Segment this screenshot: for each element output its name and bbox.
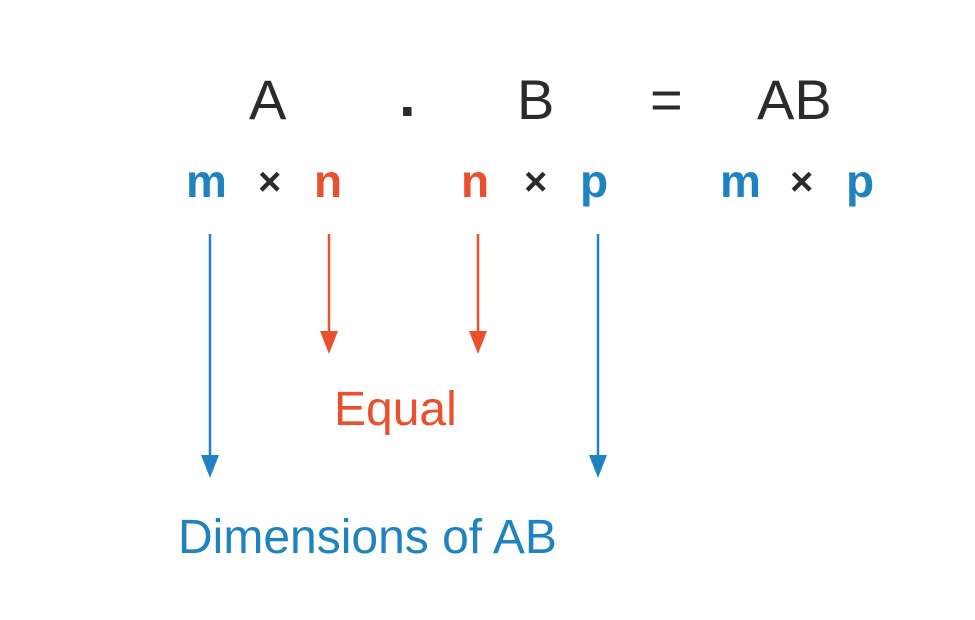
dim-a-times: ×: [258, 160, 282, 204]
arrow-n-right-down: [469, 234, 487, 354]
dim-b-rows: n: [461, 155, 490, 207]
dim-ab-times: ×: [790, 160, 814, 204]
arrow-n-left-down: [320, 234, 338, 354]
matrix-a-label: A: [249, 68, 287, 131]
product-dot: .: [399, 62, 416, 129]
dim-a-rows: m: [186, 155, 227, 207]
dim-ab-rows: m: [720, 155, 761, 207]
arrow-m-down: [201, 234, 219, 478]
equal-label: Equal: [334, 383, 457, 436]
matrix-ab-label: AB: [757, 68, 832, 131]
dim-b-cols: p: [580, 155, 609, 207]
matrix-b-label: B: [517, 68, 555, 131]
equals-sign: =: [650, 68, 683, 131]
dim-ab-cols: p: [846, 155, 875, 207]
dim-b-times: ×: [524, 160, 548, 204]
arrow-p-down: [589, 234, 607, 478]
dimensions-of-ab-label: Dimensions of AB: [178, 511, 557, 564]
dim-a-cols: n: [314, 155, 343, 207]
